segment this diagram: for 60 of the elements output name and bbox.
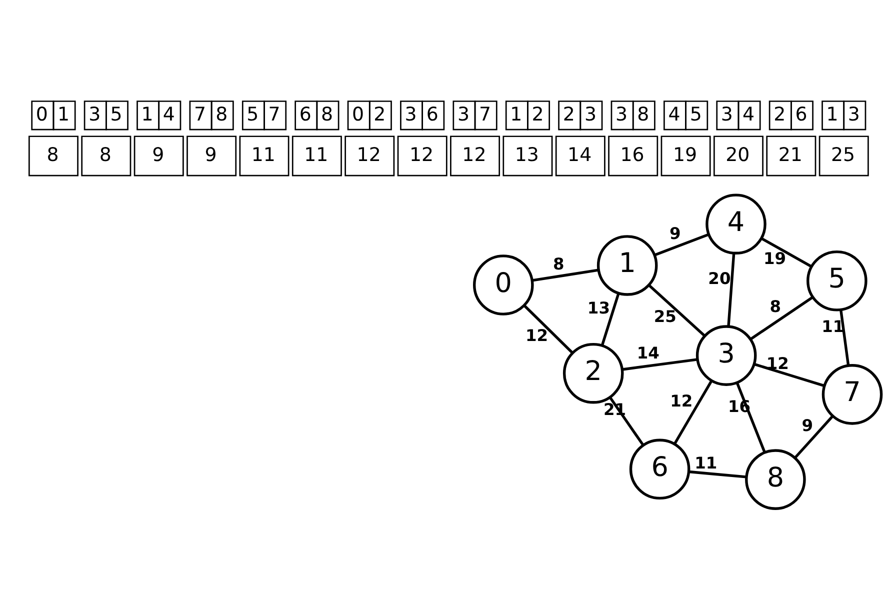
label: 1 (141, 102, 154, 125)
label: 3 (720, 102, 733, 125)
label: 7 (194, 102, 206, 125)
edge-label: 13 (587, 298, 610, 317)
label: 13 (514, 143, 539, 166)
label: 20 (726, 143, 750, 166)
label: 3 (616, 102, 628, 125)
label: 19 (672, 143, 698, 166)
edge-label: 12 (670, 390, 693, 410)
label: 3 (457, 102, 470, 125)
label: 4 (162, 102, 175, 125)
label: 8 (637, 102, 650, 125)
edge-label: 8 (770, 296, 782, 316)
edge-label: 14 (636, 343, 660, 362)
label: 4 (668, 102, 680, 125)
label: 12 (462, 143, 486, 166)
label: 6 (426, 102, 438, 125)
label: 0 (36, 102, 48, 125)
label: 21 (778, 143, 802, 166)
label: 7 (268, 102, 280, 125)
label: 8 (216, 102, 228, 125)
label: 9 (204, 143, 217, 166)
label: 5 (110, 102, 122, 125)
label: 2 (532, 102, 544, 125)
edge-label: 25 (654, 306, 676, 326)
label: 16 (620, 143, 644, 166)
label: 7 (479, 102, 492, 125)
edge-label: 12 (766, 354, 789, 373)
label: 5 (690, 102, 702, 125)
label: 14 (568, 143, 592, 166)
label: 12 (409, 143, 434, 166)
edge-label: 11 (694, 452, 718, 472)
label: 1 (58, 102, 70, 125)
label: 9 (152, 143, 164, 166)
label: 3 (404, 102, 417, 125)
edge-label: 20 (708, 268, 731, 288)
edge-label: 12 (525, 325, 548, 344)
label: 5 (246, 102, 259, 125)
label: 2 (774, 102, 786, 125)
label: 6 (299, 102, 312, 125)
label: 4 (742, 102, 755, 125)
label: 1 (826, 102, 838, 125)
label: 2 (374, 102, 386, 125)
label: 3 (584, 102, 596, 125)
label: 8 (46, 143, 59, 166)
label: 0 (352, 102, 364, 125)
label: 3 (848, 102, 860, 125)
edge-label: 9 (670, 223, 681, 242)
label: 8 (320, 102, 334, 125)
label: 11 (251, 143, 276, 166)
edge-label: 9 (802, 415, 814, 434)
label: 11 (304, 143, 328, 166)
label: 2 (562, 102, 575, 125)
label: 1 (510, 102, 522, 125)
label: 8 (99, 143, 112, 166)
label: 3 (88, 102, 101, 125)
label: 12 (356, 143, 381, 166)
edge-label: 8 (553, 254, 564, 273)
label: 6 (795, 102, 808, 125)
label: 25 (831, 143, 856, 166)
